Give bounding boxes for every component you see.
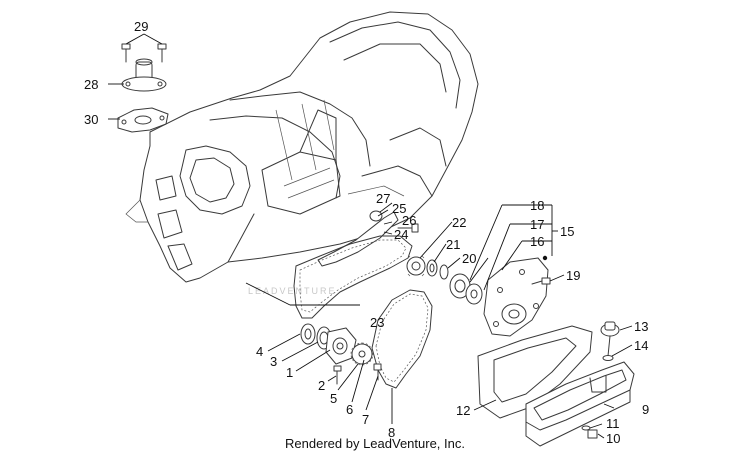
watermark: LEADVENTURE <box>248 286 337 296</box>
dipstick-13 <box>600 321 620 357</box>
callouts: 29 28 30 27 25 26 24 22 21 20 18 17 16 1… <box>84 19 649 446</box>
sprocket-bolt-7 <box>373 363 382 381</box>
callout-1: 1 <box>286 365 293 380</box>
callout-25: 25 <box>392 201 406 216</box>
callout-4: 4 <box>256 344 263 359</box>
callout-26: 26 <box>402 213 416 228</box>
drive-sprocket <box>406 255 426 277</box>
chain-8 <box>371 289 433 389</box>
callout-2: 2 <box>318 378 325 393</box>
callout-21: 21 <box>446 237 460 252</box>
callout-13: 13 <box>634 319 648 334</box>
callout-20: 20 <box>462 251 476 266</box>
oil-pump-1 <box>325 327 357 365</box>
o-ring-14 <box>602 355 614 361</box>
callout-10: 10 <box>606 431 620 446</box>
chain-guide <box>317 210 419 267</box>
callout-8: 8 <box>388 425 395 440</box>
chain-tensioner <box>121 58 167 92</box>
callout-18: 18 <box>530 198 544 213</box>
pump-gasket-4 <box>300 323 316 345</box>
callout-7: 7 <box>362 412 369 427</box>
leader-lines <box>108 33 633 439</box>
callout-23: 23 <box>370 315 384 330</box>
callout-28: 28 <box>84 77 98 92</box>
pump-bolt-2 <box>333 365 342 385</box>
timing-chain-23 <box>293 235 413 319</box>
callout-12: 12 <box>456 403 470 418</box>
washer-11 <box>581 425 591 431</box>
washer-21 <box>426 259 438 277</box>
oil-pump-cover <box>483 257 549 337</box>
callout-9: 9 <box>642 402 649 417</box>
callout-5: 5 <box>330 391 337 406</box>
callout-27: 27 <box>376 191 390 206</box>
callout-3: 3 <box>270 354 277 369</box>
crankcase: LEADVENTURE <box>125 11 479 296</box>
callout-11: 11 <box>606 416 620 431</box>
oil-sump-9 <box>525 361 635 447</box>
washer-20 <box>439 264 449 280</box>
sump-gasket-12 <box>477 325 593 419</box>
callout-15: 15 <box>560 224 574 239</box>
drain-plug-10 <box>587 429 598 439</box>
callout-16: 16 <box>530 234 544 249</box>
render-credit: Rendered by LeadVenture, Inc. <box>285 436 465 451</box>
pump-sprocket-5 <box>350 342 374 366</box>
callout-22: 22 <box>452 215 466 230</box>
callout-17: 17 <box>530 217 544 232</box>
callout-30: 30 <box>84 112 98 127</box>
callout-19: 19 <box>566 268 580 283</box>
callout-6: 6 <box>346 402 353 417</box>
tensioner-gasket <box>117 107 169 133</box>
callout-14: 14 <box>634 338 648 353</box>
pump-gear <box>449 273 483 305</box>
callout-29: 29 <box>134 19 148 34</box>
callout-24: 24 <box>394 227 408 242</box>
